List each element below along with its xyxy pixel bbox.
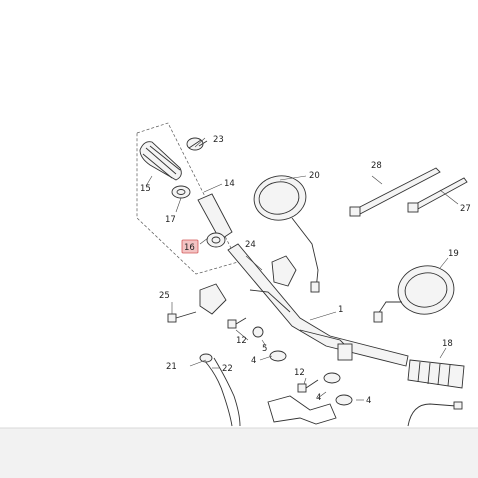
label-part-12-lower: 12 [294,368,305,378]
left-mirror[interactable] [251,172,320,293]
label-part-20: 20 [309,171,320,181]
label-part-24: 24 [245,240,256,250]
bottom-band [0,428,478,478]
highlight-box-16 [181,239,199,254]
right-mirror[interactable] [373,262,458,323]
label-part-18: 18 [442,339,453,349]
throttle-tube[interactable] [197,193,233,241]
bolt-12-lower[interactable] [297,379,319,393]
label-part-4-right: 4 [366,396,371,406]
switch-cable[interactable] [199,353,241,427]
label-part-27: 27 [460,204,471,214]
label-part-21: 21 [166,362,177,372]
lever-holder[interactable] [199,255,297,315]
nut-5[interactable] [252,326,264,338]
damper-4b[interactable] [323,372,341,384]
bolt-12-upper[interactable] [227,317,247,329]
label-part-28: 28 [371,161,382,171]
grip-end-weight[interactable] [186,137,208,151]
grip-end-collar[interactable] [206,232,226,248]
left-grip[interactable] [139,141,182,181]
label-part-14: 14 [224,179,235,189]
label-part-22: 22 [222,364,233,374]
damper-4c[interactable] [335,394,353,406]
throttle-cable[interactable] [407,403,457,427]
label-part-4-upper: 4 [251,356,256,366]
label-part-4-middle: 4 [316,393,321,403]
cable-tie-long[interactable] [349,167,441,217]
label-part-16[interactable]: 16 [184,243,195,253]
lower-bracket [267,395,337,425]
cable-tie-short[interactable] [407,177,468,213]
label-part-12-upper: 12 [236,336,247,346]
label-part-17: 17 [165,215,176,225]
grip-group-outline [136,122,239,275]
grip-washer[interactable] [171,185,191,199]
right-grip[interactable] [407,359,465,389]
label-part-1: 1 [338,305,343,315]
label-part-19: 19 [448,249,459,259]
label-part-25: 25 [159,291,170,301]
label-part-15: 15 [140,184,151,194]
label-part-23: 23 [213,135,224,145]
damper-4a[interactable] [269,350,287,362]
label-part-5: 5 [262,344,267,354]
